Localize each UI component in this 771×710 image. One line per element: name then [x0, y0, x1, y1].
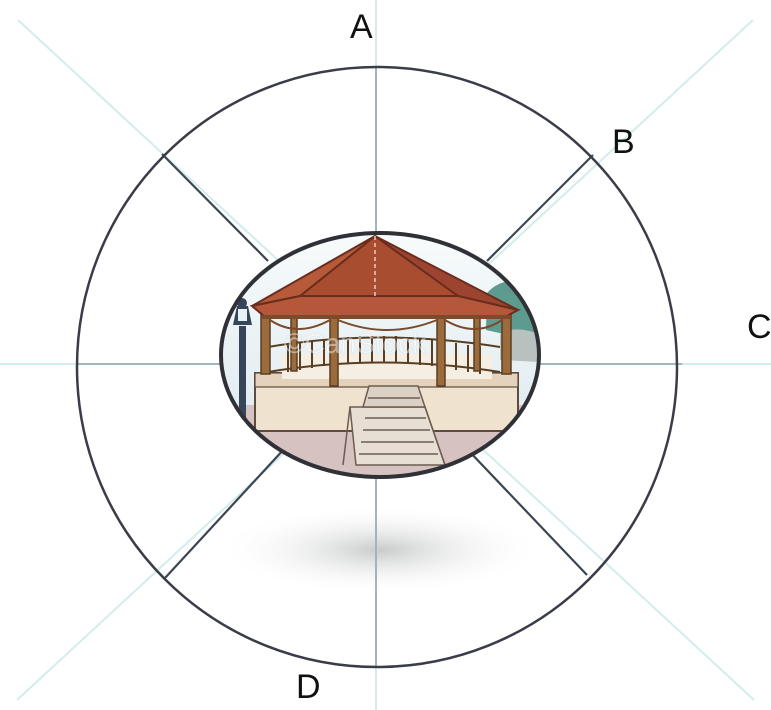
spoke-northwest: [162, 154, 268, 261]
label-d: D: [296, 670, 321, 704]
label-a: A: [350, 10, 373, 44]
shadow-ellipse: [215, 505, 545, 595]
lamp-post: [239, 326, 246, 424]
spoke-northeast: [487, 155, 593, 261]
gazebo-image: ©CanStock: [220, 232, 540, 478]
lamp-light: [238, 309, 247, 321]
watermark-text: ©CanStock: [284, 328, 427, 359]
label-c: C: [747, 310, 771, 344]
label-b: B: [612, 125, 635, 159]
